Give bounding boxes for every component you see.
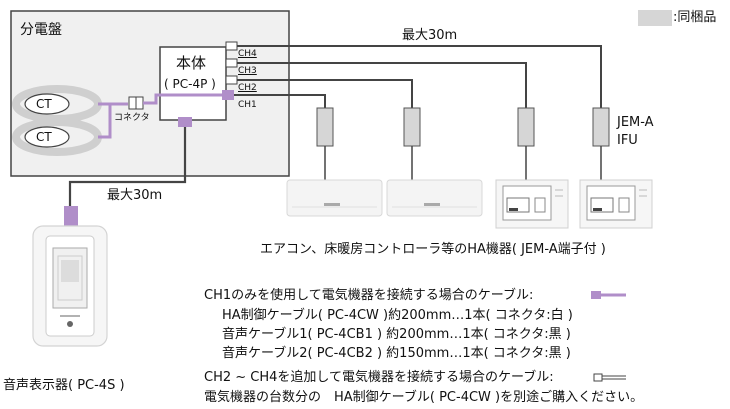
jem-a-adapter-4 (592, 107, 610, 147)
ch1-item-2: 音声ケーブル1( PC-4CB1 ) 約200mm…1本( コネクタ:黒 ) (222, 327, 571, 342)
ch4-connector (225, 41, 238, 51)
ct-sensor-1 (24, 93, 70, 115)
floor-heating-controller-2 (579, 179, 653, 229)
channel-label-ch3: CH3 (238, 66, 257, 76)
legend-text: :同梱品 (673, 10, 717, 25)
ct-sensor-2 (24, 126, 70, 148)
ha-devices-caption: エアコン、床暖房コントローラ等のHA機器( JEM-A端子付 ) (260, 242, 606, 257)
ch24-section-heading: CH2 ~ CH4を追加して電気機器を接続する場合のケーブル: (204, 370, 554, 385)
voice-display-unit (32, 225, 108, 347)
channel-label-ch1: CH1 (238, 100, 257, 110)
purple-cable-marker (591, 291, 601, 299)
ch1-item-1: HA制御ケーブル( PC-4CW )約200mm…1本( コネクタ:白 ) (222, 308, 573, 323)
channel-label-ch4: CH4 (238, 49, 257, 59)
white-cable-marker (593, 373, 603, 382)
main-unit-name: 本体 (176, 54, 207, 72)
main-unit-box (159, 46, 227, 121)
distance-label-top: 最大30m (402, 28, 458, 43)
adapter-label-line1: JEM-A (617, 115, 654, 130)
air-conditioner-1 (286, 179, 383, 217)
display-device-label: 音声表示器( PC-4S ) (3, 378, 125, 393)
connector-label: コネクタ (114, 113, 150, 123)
adapter-label-line2: IFU (617, 133, 638, 148)
ch1-item-3: 音声ケーブル2( PC-4CB2 ) 約150mm…1本( コネクタ:黒 ) (222, 346, 571, 361)
ct-label-1: CT (36, 97, 52, 111)
ch3-cable (237, 62, 527, 108)
ch2-cable (237, 79, 413, 108)
air-conditioner-2 (386, 179, 483, 217)
ch3-connector (225, 58, 238, 68)
panel-title: 分電盤 (20, 22, 62, 38)
ch1-purple-cable (143, 93, 226, 105)
ch1-section-heading: CH1のみを使用して電気機器を接続する場合のケーブル: (204, 288, 534, 303)
ct-label-2: CT (36, 130, 52, 144)
distance-label-display: 最大30m (107, 188, 163, 203)
jem-a-adapter-1 (316, 107, 334, 147)
ch2-connector (225, 75, 238, 85)
display-cable (68, 127, 187, 206)
ct-cable (98, 102, 128, 139)
main-unit-model: ( PC-4P ) (164, 77, 216, 91)
channel-label-ch2: CH2 (238, 83, 257, 93)
jem-a-adapter-3 (517, 107, 535, 147)
floor-heating-controller-1 (495, 179, 569, 229)
legend-swatch (638, 10, 672, 26)
ch24-section-note: 電気機器の台数分の HA制御ケーブル( PC-4CW )を別途ご購入ください。 (204, 390, 644, 405)
ch1-cable (234, 94, 326, 108)
jem-a-adapter-2 (403, 107, 421, 147)
ch4-cable (237, 45, 602, 108)
